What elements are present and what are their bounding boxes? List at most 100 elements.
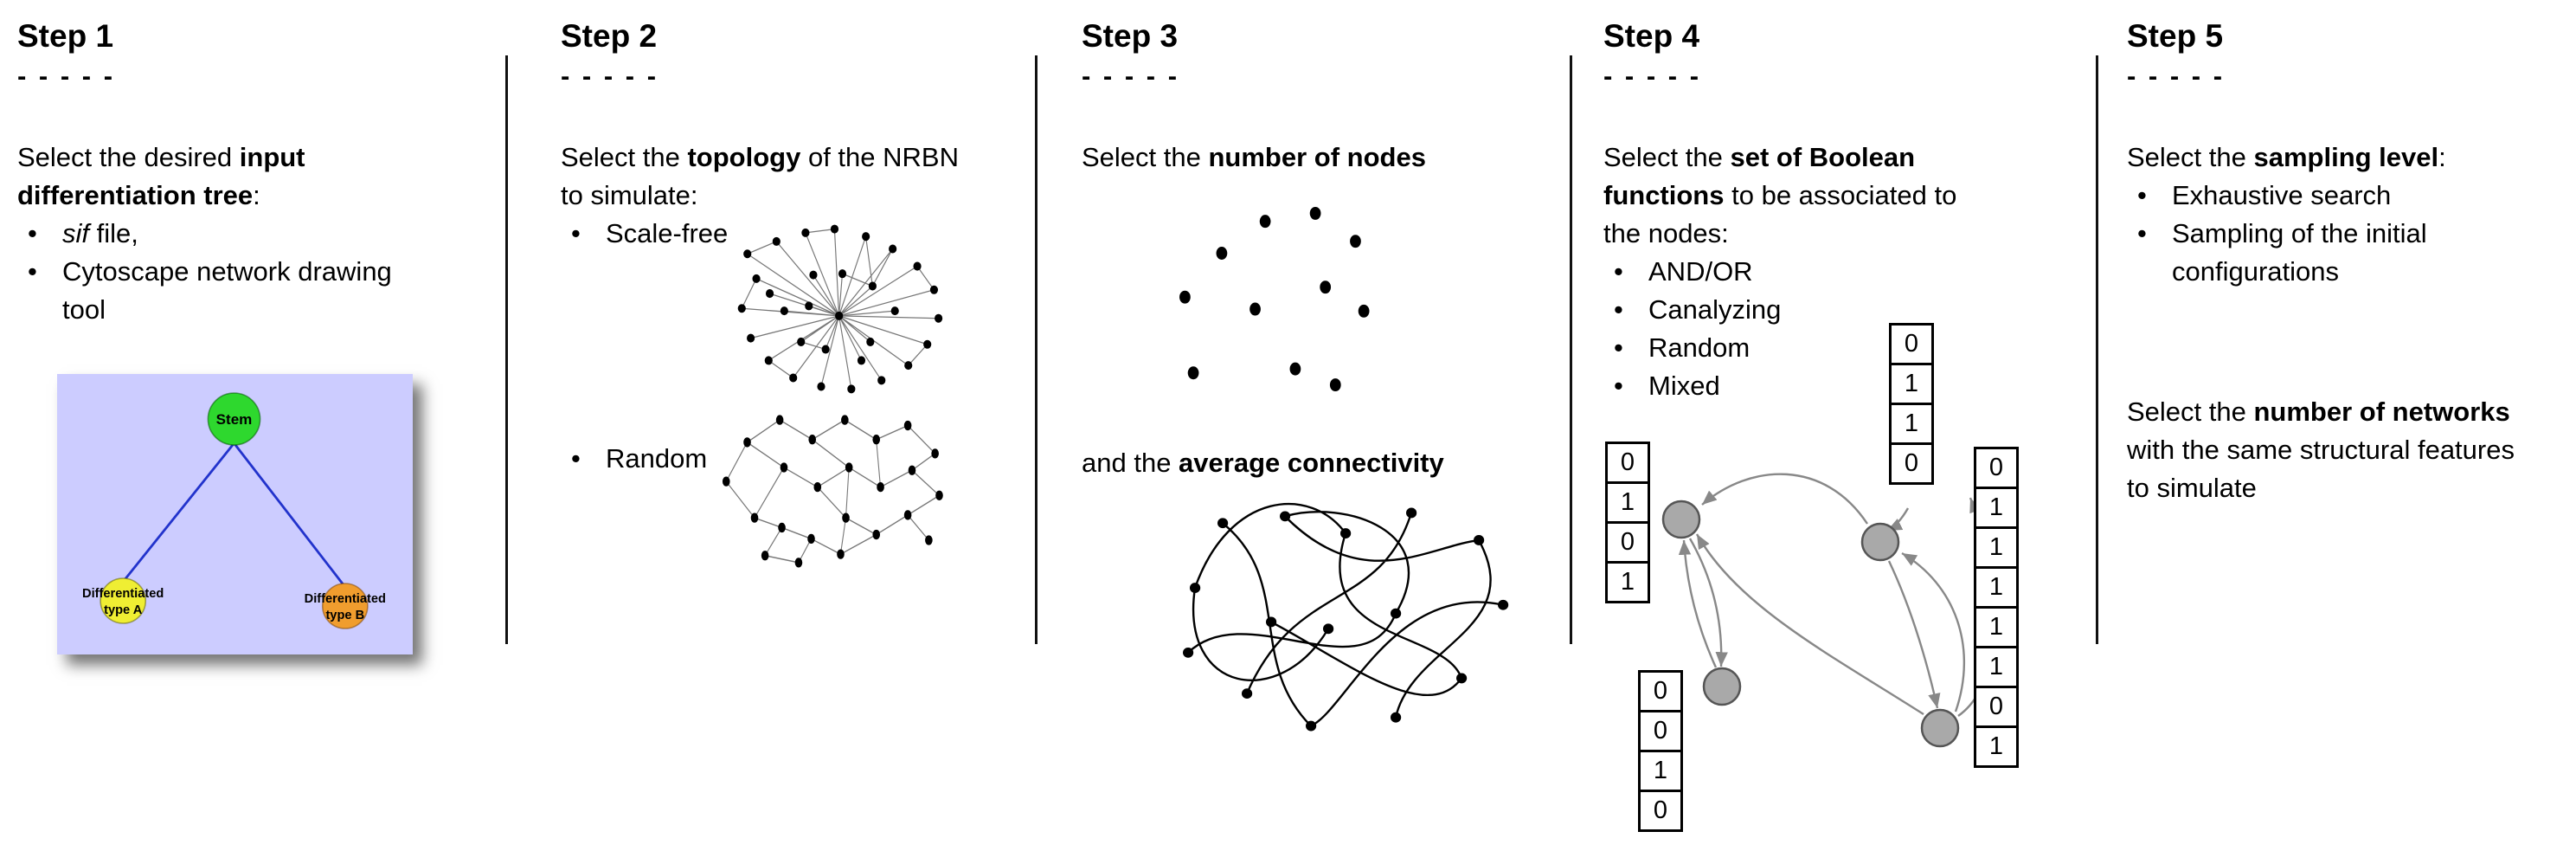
bullet-marker: •	[28, 218, 37, 248]
column-divider	[505, 55, 508, 644]
truth-table-cell: 0	[1889, 442, 1934, 485]
bullet-marker: •	[1614, 332, 1623, 363]
type-b-label-line1: Differentiated	[305, 592, 386, 606]
step-1-bullet-list: • sif file, • Cytoscape network drawing …	[17, 215, 398, 329]
step-2-column: Step 2 - - - - - Select the topology of …	[561, 0, 967, 577]
bullet-marker: •	[2137, 180, 2147, 210]
dashed-line: - - - - -	[1082, 61, 1180, 91]
bullet-item: • Random	[561, 440, 967, 478]
network-nodes	[737, 224, 943, 394]
bullet-marker: •	[1614, 256, 1623, 287]
text-run-bold: topology	[687, 142, 801, 172]
truth-table-cell: 0	[1974, 447, 2019, 489]
text-run: to be associated to the nodes:	[1603, 180, 1957, 248]
truth-table-cell: 1	[1974, 606, 2019, 648]
text-run: Select the	[2127, 396, 2254, 427]
bullet-text: sif file,	[62, 215, 138, 253]
step-2-bullet-list: • Scale-free	[561, 215, 967, 253]
type-b-node	[321, 583, 369, 629]
truth-table-cell: 1	[1974, 487, 2019, 529]
truth-table-cell: 1	[1605, 481, 1650, 524]
step-3-title: Step 3	[1082, 18, 1179, 54]
dashed-line: - - - - -	[2127, 61, 2226, 91]
boolean-node	[1661, 500, 1701, 539]
truth-table-cell: 1	[1974, 566, 2019, 609]
step-4-column: Step 4 - - - - - Select the set of Boole…	[1603, 0, 2092, 851]
text-run-bold: set of Boolean functions	[1603, 142, 1916, 210]
bullet-item: • AND/OR	[1603, 253, 2092, 291]
tree-edge-left	[122, 442, 235, 583]
truth-table-bottom-left: 0 0 1 0	[1638, 670, 1683, 832]
step-5-bullet-list: • Exhaustive search • Sampling of the in…	[2127, 177, 2525, 291]
truth-table-cell: 1	[1889, 363, 1934, 405]
bullet-text: Random	[1648, 332, 1751, 363]
text-run-italic: sif	[62, 218, 89, 248]
text-run: with the same structural features to sim…	[2127, 435, 2515, 503]
bullet-text: Cytoscape network drawing tool	[62, 256, 392, 325]
bullet-text: Sampling of the initial configurations	[2172, 218, 2427, 287]
bullet-marker: •	[1614, 371, 1623, 401]
step-5-title: Step 5	[2127, 18, 2224, 54]
truth-table-cell: 1	[1974, 646, 2019, 688]
bullet-text: Mixed	[1648, 371, 1720, 401]
text-run: Select the desired	[17, 142, 240, 172]
truth-table-cell: 1	[1974, 526, 2019, 569]
step-1-column: Step 1 - - - - - Select the desired inpu…	[17, 0, 413, 654]
dashed-line: - - - - -	[561, 61, 659, 91]
network-edges	[725, 419, 940, 564]
truth-table-top: 0 1 1 0	[1889, 323, 1934, 485]
type-a-label-line1: Differentiated	[82, 587, 164, 601]
text-run: and the	[1082, 448, 1179, 478]
step-5-intro: Select the sampling level:	[2127, 139, 2525, 177]
dashed-line: - - - - -	[1603, 61, 1702, 91]
text-run-bold: number of nodes	[1208, 142, 1426, 172]
truth-table-cell: 0	[1974, 686, 2019, 728]
network-nodes	[1179, 206, 1370, 392]
truth-table-cell: 0	[1638, 670, 1683, 712]
column-divider	[1035, 55, 1037, 644]
type-a-label-line2: type A	[104, 603, 143, 617]
step-2-bullet-list: • Random	[561, 440, 967, 478]
bullet-text: Canalyzing	[1648, 294, 1782, 325]
boolean-node	[1860, 522, 1900, 562]
bullet-item: • Random	[1603, 329, 2092, 367]
bullet-marker: •	[571, 218, 581, 248]
bullet-item: • sif file,	[17, 215, 398, 253]
bullet-item: • Mixed	[1603, 367, 2092, 405]
bullet-text: Random	[606, 443, 708, 474]
text-run: :	[253, 180, 260, 210]
bullet-item: • Cytoscape network drawing tool	[17, 253, 398, 329]
bullet-text: AND/OR	[1648, 256, 1753, 287]
boolean-node	[1702, 667, 1742, 706]
truth-table-cell: 0	[1605, 521, 1650, 564]
text-run-bold: input differentiation tree	[17, 142, 305, 210]
text-run: file,	[89, 218, 138, 248]
bullet-marker: •	[1614, 294, 1623, 325]
truth-table-cell: 1	[1974, 725, 2019, 768]
text-run: Select the	[561, 142, 688, 172]
scale-free-network-graphic	[737, 224, 943, 394]
text-run-bold: average connectivity	[1179, 448, 1444, 478]
step-1-title: Step 1	[17, 18, 114, 54]
text-run: :	[2438, 142, 2446, 172]
text-run: Select the	[1603, 142, 1731, 172]
step-2-intro: Select the topology of the NRBN to simul…	[561, 139, 967, 215]
boolean-network-nodes	[1661, 500, 1960, 748]
truth-table-cell: 0	[1605, 442, 1650, 484]
truth-table-left: 0 1 0 1	[1605, 442, 1650, 603]
random-network-graphic	[722, 415, 943, 568]
step-5-column: Step 5 - - - - - Select the sampling lev…	[2127, 0, 2525, 507]
truth-table-cell: 1	[1889, 403, 1934, 445]
bullet-item: • Scale-free	[561, 215, 967, 253]
step-4-title: Step 4	[1603, 18, 1700, 54]
stem-node	[207, 392, 261, 446]
truth-table-cell: 1	[1638, 750, 1683, 792]
type-a-node	[100, 577, 147, 624]
boolean-network-svg	[1661, 473, 1995, 748]
text-run-bold: number of networks	[2253, 396, 2510, 427]
bullet-marker: •	[571, 443, 581, 474]
step-3-second: and the average connectivity	[1082, 444, 1566, 482]
connectivity-network-graphic	[1183, 502, 1509, 732]
column-divider	[1570, 55, 1572, 644]
